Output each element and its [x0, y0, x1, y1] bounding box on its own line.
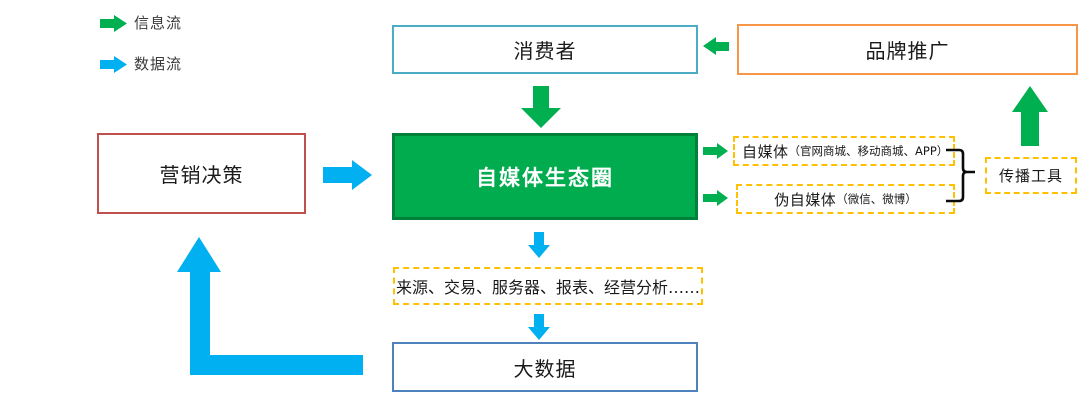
self-media-channels-label: 自媒体: [742, 142, 789, 161]
data-arrow-marketing-to-ecosystem: [323, 160, 372, 190]
self-media-channels-node: 自媒体（官网商城、移动商城、APP）: [733, 136, 955, 166]
marketing-decision-label: 营销决策: [159, 163, 244, 187]
pseudo-self-media-sublabel: （微信、微博）: [836, 192, 917, 206]
data-arrow-ecosystem-to-sources: [528, 232, 550, 258]
big-data-node: 大数据: [392, 342, 698, 392]
brand-promotion-label: 品牌推广: [865, 39, 950, 63]
legend-data-flow-label: 数据流: [134, 55, 183, 73]
info-arrow-tools-to-brand: [1012, 86, 1048, 146]
info-arrow-ecosystem-to-self-media: [703, 143, 728, 159]
info-arrow-brand-to-consumer: [703, 37, 729, 55]
data-flow-arrow-icon: [100, 56, 127, 73]
info-flow-arrow-icon: [100, 15, 127, 32]
info-arrow-ecosystem-to-pseudo-self-media: [703, 190, 728, 206]
brand-promotion-node: 品牌推广: [737, 24, 1078, 75]
big-data-label: 大数据: [513, 356, 577, 381]
spread-tools-label: 传播工具: [998, 167, 1063, 185]
data-sources-node: 来源、交易、服务器、报表、经营分析……: [393, 267, 703, 305]
self-media-ecosystem-node: 自媒体生态圈: [392, 133, 698, 220]
pseudo-self-media-label: 伪自媒体: [774, 190, 837, 209]
data-arrow-sources-to-bigdata: [528, 314, 550, 340]
data-sources-label: 来源、交易、服务器、报表、经营分析……: [395, 278, 700, 297]
self-media-channels-sublabel: （官网商城、移动商城、APP）: [788, 144, 949, 158]
spread-tools-node: 传播工具: [985, 157, 1077, 194]
consumer-label: 消费者: [513, 39, 577, 63]
info-arrow-consumer-to-ecosystem: [521, 86, 561, 128]
pseudo-self-media-node: 伪自媒体（微信、微博）: [736, 184, 955, 214]
self-media-ecosystem-label: 自媒体生态圈: [476, 165, 614, 190]
data-arrow-bigdata-to-marketing: [177, 237, 363, 375]
marketing-decision-node: 营销决策: [97, 133, 306, 214]
legend-info-flow-label: 信息流: [134, 14, 183, 32]
consumer-node: 消费者: [392, 25, 698, 74]
